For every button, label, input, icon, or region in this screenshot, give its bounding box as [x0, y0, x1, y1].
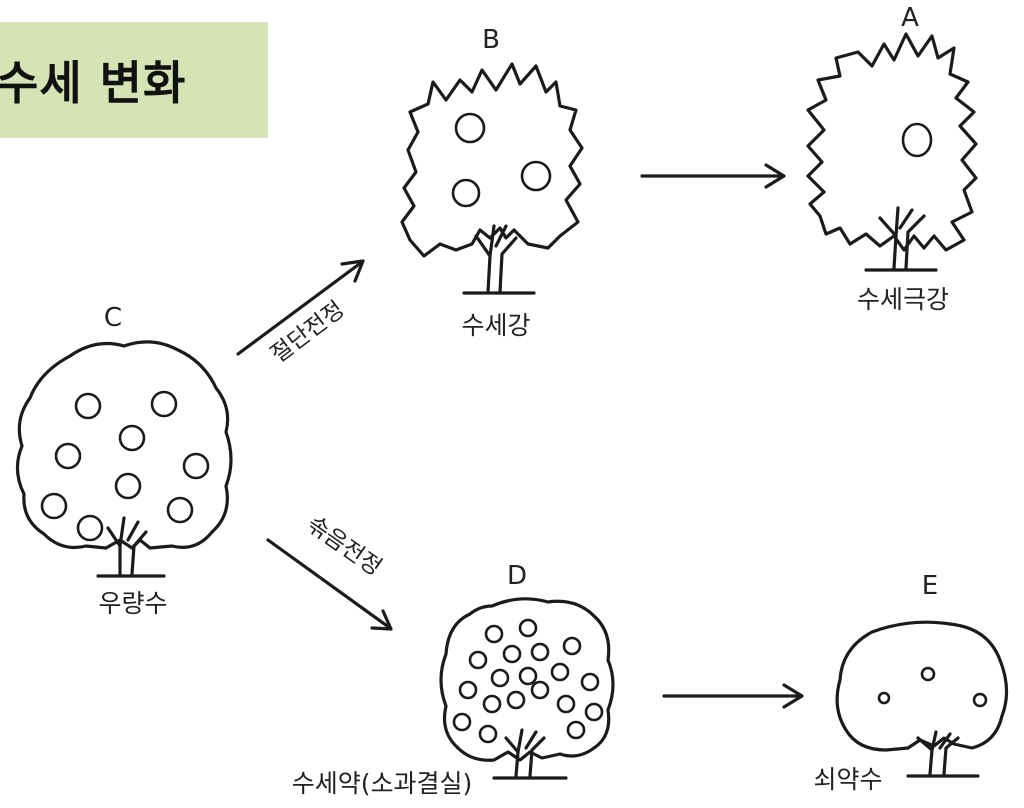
arrow-b-to-a [640, 163, 786, 189]
tree-d-fruit [482, 694, 502, 714]
tree-c-label: 우량수 [98, 589, 167, 618]
tree-d-fruit [556, 694, 576, 714]
tree-a-crown [806, 32, 978, 252]
tree-b-letter: B [482, 25, 500, 55]
tree-c-fruit [166, 496, 194, 524]
arrow-c-to-d-label: 솎음전정 [302, 511, 386, 581]
tree-c-letter: C [104, 303, 122, 333]
tree-e-label: 쇠약수 [813, 765, 882, 794]
tree-d-fruit [566, 720, 586, 740]
tree-d-fruit [490, 668, 510, 688]
tree-d-fruit [518, 666, 538, 686]
tree-d-letter: D [507, 561, 527, 591]
arrow-c-to-d-head [370, 609, 393, 631]
tree-c-fruit [40, 492, 68, 520]
tree-e-letter: E [922, 571, 938, 601]
tree-d-fruit [452, 712, 472, 732]
page-title: 수세 변화 [0, 56, 187, 110]
tree-a-trunk [878, 206, 926, 270]
arrow-c-to-d: 솎음전정 [266, 511, 393, 631]
tree-e-trunk [916, 730, 960, 776]
tree-d-fruit [530, 642, 550, 662]
title-banner: 수세 변화 [0, 22, 268, 138]
tree-a-letter: A [901, 3, 919, 33]
arrow-d-to-e [662, 683, 804, 709]
tree-d-fruit [550, 662, 570, 682]
tree-e: E 쇠약수 [813, 571, 1009, 794]
arrow-c-to-b-label: 절단전정 [266, 297, 349, 369]
tree-e-fruit [972, 692, 988, 708]
tree-e-fruit [877, 691, 891, 705]
arrow-c-to-d-line [266, 538, 392, 630]
tree-c-crown [15, 340, 233, 550]
tree-d-fruit [562, 636, 582, 656]
tree-d-fruit [468, 650, 488, 670]
tree-b-fruit [520, 160, 552, 192]
tree-d-crown [439, 597, 615, 762]
tree-c-fruit [114, 472, 142, 500]
tree-d-fruit [530, 680, 550, 700]
tree-b: B 수세강 [400, 25, 584, 340]
tree-d-fruit [580, 672, 600, 692]
arrow-d-to-e-head [782, 683, 804, 709]
tree-d-fruit [518, 618, 538, 638]
tree-b-fruit [451, 178, 481, 208]
arrow-c-to-b-head [340, 259, 365, 283]
tree-c-fruit [150, 390, 178, 418]
tree-c-fruit [76, 514, 104, 542]
arrow-c-to-b: 절단전정 [236, 259, 365, 369]
tree-b-crown [400, 62, 584, 258]
tree-d-fruit [484, 624, 504, 644]
tree-a-label: 수세극강 [857, 285, 949, 314]
tree-d-fruit [478, 724, 498, 744]
tree-d-fruit [502, 644, 522, 664]
tree-c-trunk [106, 516, 148, 576]
tree-b-trunk [474, 224, 518, 294]
tree-e-crown [835, 620, 1009, 752]
tree-c-fruit [118, 424, 146, 452]
arrow-b-to-a-head [764, 163, 786, 189]
tree-a: A 수세극강 [806, 3, 978, 314]
tree-c-fruit [74, 392, 102, 420]
tree-d-fruit [458, 680, 478, 700]
tree-d-label: 수세약(소과결실) [292, 769, 473, 798]
tree-c-fruit [182, 452, 210, 480]
tree-a-fruit [901, 122, 933, 158]
tree-d-trunk [504, 728, 546, 778]
tree-d-fruit [584, 702, 604, 722]
tree-b-fruit [454, 112, 486, 144]
tree-c-fruit [54, 442, 82, 470]
tree-d-fruit [506, 690, 526, 710]
tree-e-fruit [920, 666, 936, 682]
tree-d: D 수세약(소과결실) [292, 561, 615, 798]
arrow-c-to-b-line [236, 260, 364, 356]
tree-c: C 우량수 [15, 303, 233, 618]
tree-b-label: 수세강 [461, 311, 530, 340]
